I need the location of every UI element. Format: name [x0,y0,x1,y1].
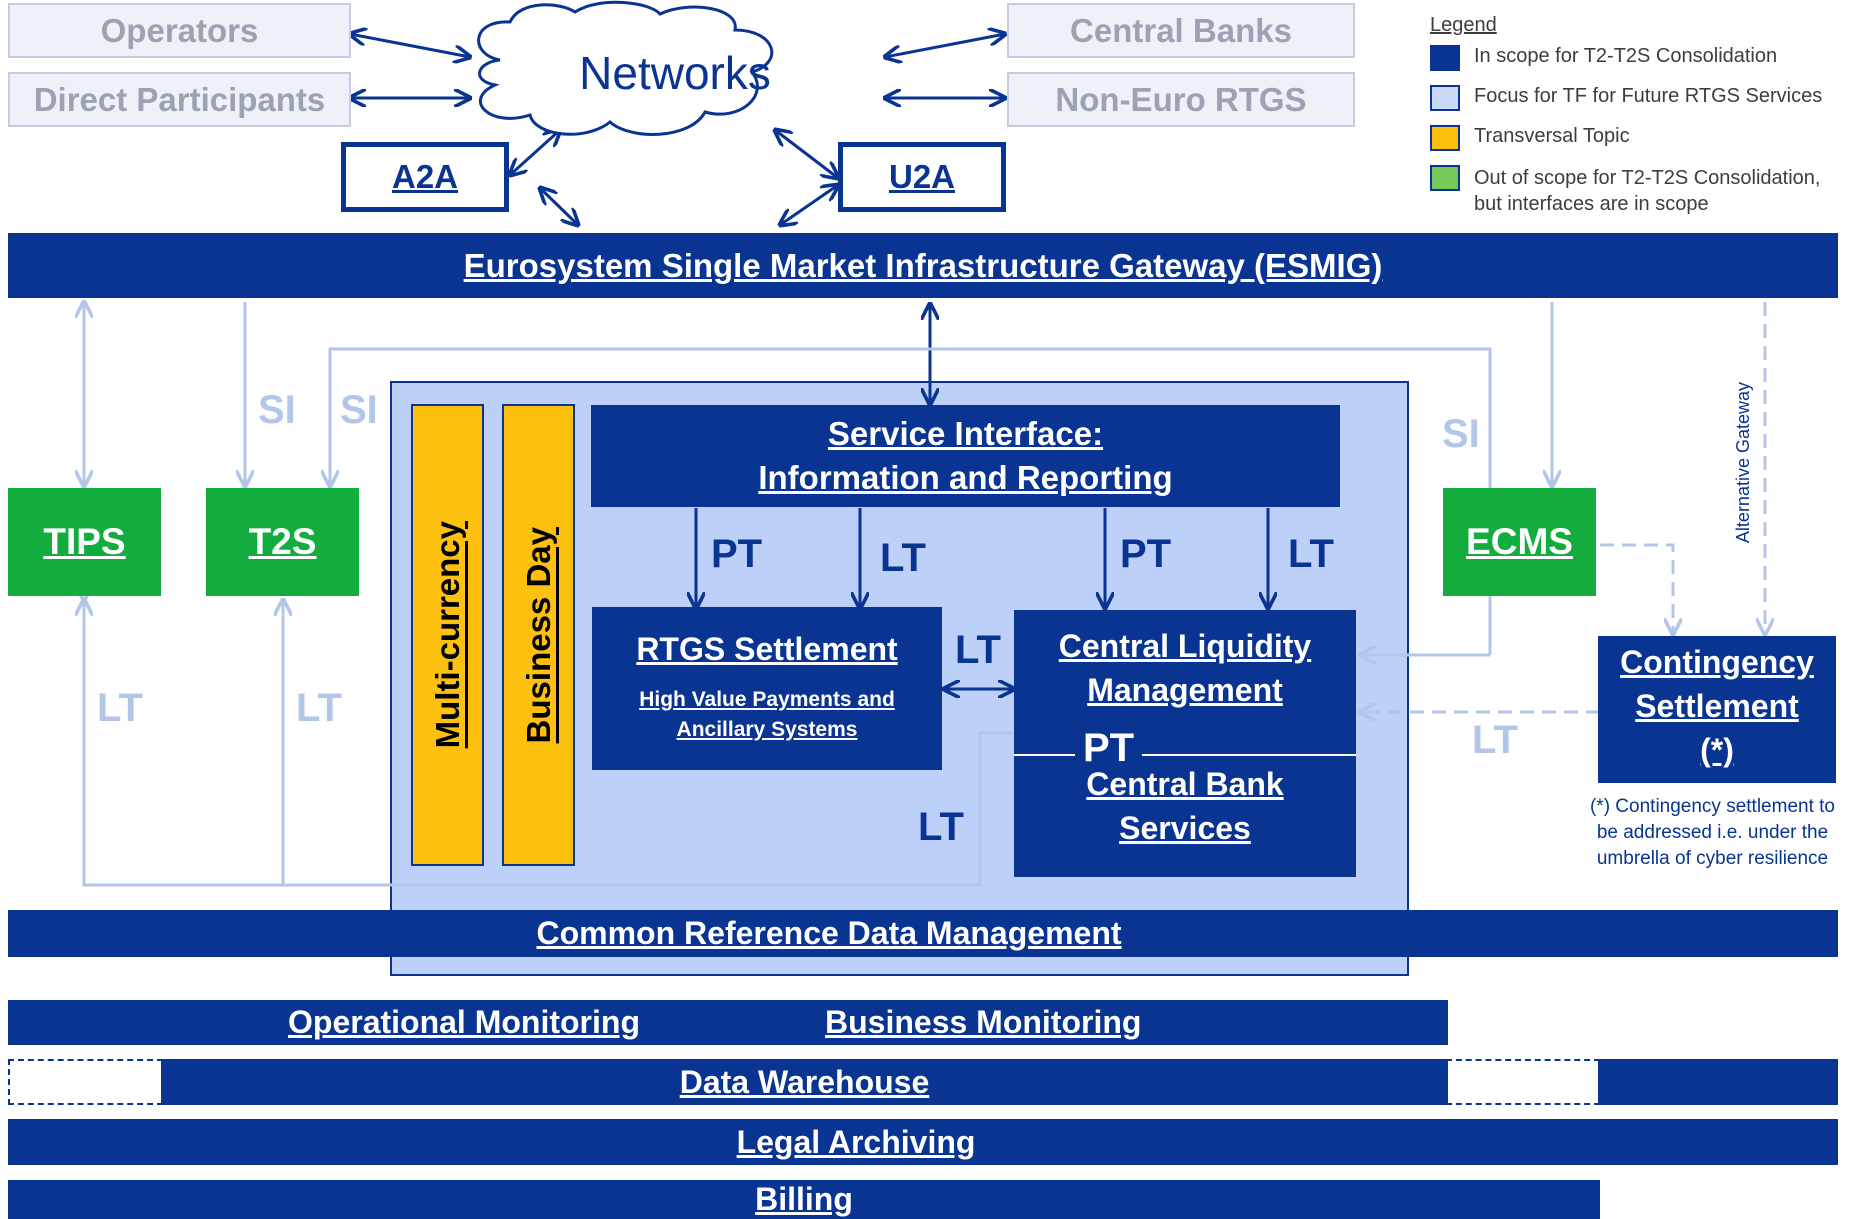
alternative-gateway-label: Alternative Gateway [1728,358,1758,568]
operators-label: Operators [100,11,259,49]
data-warehouse-dashed-left [8,1059,163,1105]
direct-participants-label: Direct Participants [33,80,326,118]
legend-swatch-out-of-scope [1430,165,1460,191]
tips-box[interactable]: TIPS [8,488,161,596]
business-day-label: Business Day [519,526,557,744]
legend-title: Legend [1430,14,1497,36]
esmig-bar[interactable]: Eurosystem Single Market Infrastructure … [8,233,1838,298]
contingency-note-line2: be addressed i.e. under the [1596,822,1829,843]
cbs-line2: Services [1119,810,1251,846]
legend-label-transversal: Transversal Topic [1474,125,1630,147]
non-euro-rtgs-box: Non-Euro RTGS [1007,72,1355,127]
contingency-note: (*) Contingency settlement to be address… [1570,794,1855,872]
legend-swatch-in-scope [1430,45,1460,71]
central-banks-box: Central Banks [1007,3,1355,58]
contingency-line1: Contingency [1620,644,1814,680]
contingency-settlement-box[interactable]: Contingency Settlement (*) [1598,636,1836,783]
legend-item-focus: Focus for TF for Future RTGS Services [1430,85,1850,111]
legend-swatch-focus [1430,85,1460,111]
data-warehouse-bar-end [1598,1059,1838,1105]
crdm-label: Common Reference Data Management [536,915,1122,951]
rtgs-sub-line2: Ancillary Systems [676,718,858,741]
si-label-core: SI [340,388,378,432]
legend-item-out-of-scope: Out of scope for T2-T2S Consolidation, b… [1430,165,1850,217]
contingency-line3: (*) [1700,732,1734,768]
service-interface-line2: Information and Reporting [758,459,1173,496]
legend-label-in-scope: In scope for T2-T2S Consolidation [1474,45,1778,67]
rtgs-sub-line1: High Value Payments and [639,688,895,711]
data-warehouse-bar[interactable]: Data Warehouse [161,1059,1448,1105]
cbs-line1: Central Bank [1086,766,1284,802]
ecms-box[interactable]: ECMS [1443,488,1596,596]
pt-label-cbs: PT [1075,726,1143,771]
pt-label-clm: PT [1120,532,1172,576]
data-warehouse-dashed-right [1446,1059,1600,1105]
cbs-text: Central Bank Services [1014,762,1356,850]
a2a-box[interactable]: A2A [341,142,509,212]
clm-box[interactable]: Central Liquidity Management [1014,610,1356,877]
business-monitoring-label[interactable]: Business Monitoring [825,1004,1142,1040]
lt-label-core: LT [918,805,964,849]
operational-monitoring-label[interactable]: Operational Monitoring [288,1004,640,1040]
si-label-ecms: SI [1442,412,1480,456]
legend-item-transversal: Transversal Topic [1430,125,1850,151]
non-euro-rtgs-label: Non-Euro RTGS [1055,80,1307,118]
service-interface-box[interactable]: Service Interface: Information and Repor… [591,405,1340,507]
multi-currency-box: Multi-currency [411,404,484,866]
lt-label-rtgs-clm: LT [955,628,1001,672]
legend: Legend In scope for T2-T2S Consolidation… [1430,14,1850,217]
legal-archiving-bar[interactable]: Legal Archiving [8,1119,1838,1165]
service-interface-line1: Service Interface: [827,415,1104,452]
contingency-note-line3: umbrella of cyber resilience [1596,848,1829,869]
monitoring-bar: Operational Monitoring Business Monitori… [8,1000,1448,1045]
legend-label-focus: Focus for TF for Future RTGS Services [1474,85,1823,107]
clm-line1: Central Liquidity [1058,628,1312,664]
lt-label-tips: LT [97,686,143,730]
contingency-line2: Settlement [1635,688,1799,724]
networks-label: Networks [579,47,771,99]
t2s-box[interactable]: T2S [206,488,359,596]
legend-item-in-scope: In scope for T2-T2S Consolidation [1430,45,1850,71]
lt-label-rtgs: LT [880,536,926,580]
direct-participants-box: Direct Participants [8,72,351,127]
lt-label-t2s: LT [296,686,342,730]
contingency-note-line1: (*) Contingency settlement to [1589,796,1835,817]
business-day-box: Business Day [502,404,575,866]
legend-label-out-of-scope: Out of scope for T2-T2S Consolidation, b… [1474,167,1821,215]
pt-label-rtgs: PT [711,532,763,576]
central-banks-label: Central Banks [1070,11,1292,49]
clm-divider [1014,754,1356,756]
crdm-bar[interactable]: Common Reference Data Management [8,910,1838,957]
legal-archiving-label: Legal Archiving [736,1123,976,1160]
operators-box: Operators [8,3,351,58]
multi-currency-label: Multi-currency [428,521,466,749]
legend-swatch-transversal [1430,125,1460,151]
alternative-gateway-text: Alternative Gateway [1732,382,1753,544]
rtgs-settlement-box[interactable]: RTGS Settlement High Value Payments and … [592,607,942,770]
billing-bar[interactable]: Billing [8,1180,1600,1219]
clm-line2: Management [1087,672,1283,708]
u2a-box[interactable]: U2A [838,142,1006,212]
rtgs-title: RTGS Settlement [636,631,898,667]
lt-label-clm: LT [1288,532,1334,576]
lt-label-contingency: LT [1472,718,1518,762]
si-label-t2s: SI [258,388,296,432]
